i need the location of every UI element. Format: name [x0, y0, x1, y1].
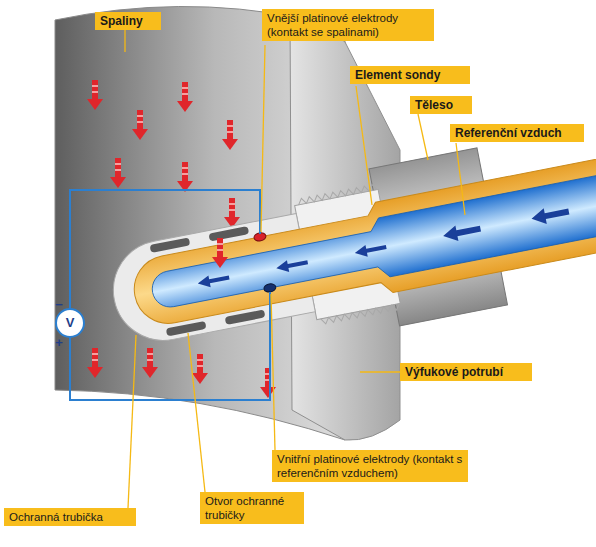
flow-arrow	[222, 120, 238, 150]
label-text: Element sondy	[355, 68, 465, 82]
flow-arrow	[110, 158, 126, 188]
label-text: Vnější platinové elektrody (kontakt se s…	[267, 11, 429, 39]
leader-line	[188, 333, 205, 492]
air-arrow	[442, 221, 482, 244]
reference-air-channel	[147, 168, 596, 322]
flow-arrow	[192, 354, 208, 384]
label-box: Otvor ochranné trubičky	[200, 492, 304, 524]
tube-slot	[208, 226, 249, 241]
label-text: Těleso	[415, 98, 467, 112]
flow-arrow	[177, 162, 193, 192]
flow-arrow	[87, 348, 103, 378]
leader-line	[418, 114, 428, 160]
label-box: Těleso	[410, 96, 472, 114]
wire	[70, 190, 260, 309]
leader-line	[124, 30, 125, 52]
flow-arrow	[142, 348, 158, 378]
leader-line	[128, 335, 136, 508]
air-arrow	[197, 272, 231, 290]
label-box: Referenční vzduch	[450, 124, 584, 142]
label-box: Element sondy	[350, 66, 470, 84]
leader-line	[360, 371, 400, 372]
flow-arrow	[224, 198, 240, 228]
leader-line	[356, 86, 372, 205]
leader-line	[271, 294, 275, 450]
sensor-element	[126, 153, 596, 341]
label-box: Vnitřní platinové elektrody (kontakt s r…	[272, 450, 468, 482]
polarity-sign: −	[52, 298, 66, 312]
flow-arrow	[177, 82, 193, 112]
label-text: Referenční vzduch	[455, 126, 579, 140]
label-text: Výfukové potrubí	[405, 365, 527, 379]
flow-arrow	[132, 110, 148, 140]
voltmeter-letter: V	[62, 316, 78, 330]
thread	[297, 184, 377, 205]
label-text: Vnitřní platinové elektrody (kontakt s r…	[277, 452, 463, 480]
leader-line	[456, 143, 465, 215]
label-text: Spaliny	[100, 14, 156, 28]
voltmeter-symbol	[56, 309, 84, 337]
label-box: Spaliny	[95, 12, 161, 30]
label-box: Ochranná trubička	[4, 508, 136, 526]
label-text: Ochranná trubička	[9, 510, 131, 524]
inner-electrode	[263, 283, 276, 293]
flow-arrow	[87, 80, 103, 110]
leader-line	[261, 45, 265, 232]
tube-slot	[150, 237, 191, 252]
label-box: Vnější platinové elektrody (kontakt se s…	[262, 9, 434, 41]
label-text: Otvor ochranné trubičky	[205, 494, 299, 522]
label-box: Výfukové potrubí	[400, 363, 532, 381]
wire	[70, 292, 270, 400]
polarity-sign: +	[52, 336, 66, 350]
air-arrow	[530, 204, 570, 227]
air-arrow	[275, 256, 309, 274]
air-arrow	[354, 241, 388, 259]
thread	[321, 304, 401, 325]
flow-arrow	[212, 238, 228, 268]
lambda-sensor	[99, 119, 596, 378]
